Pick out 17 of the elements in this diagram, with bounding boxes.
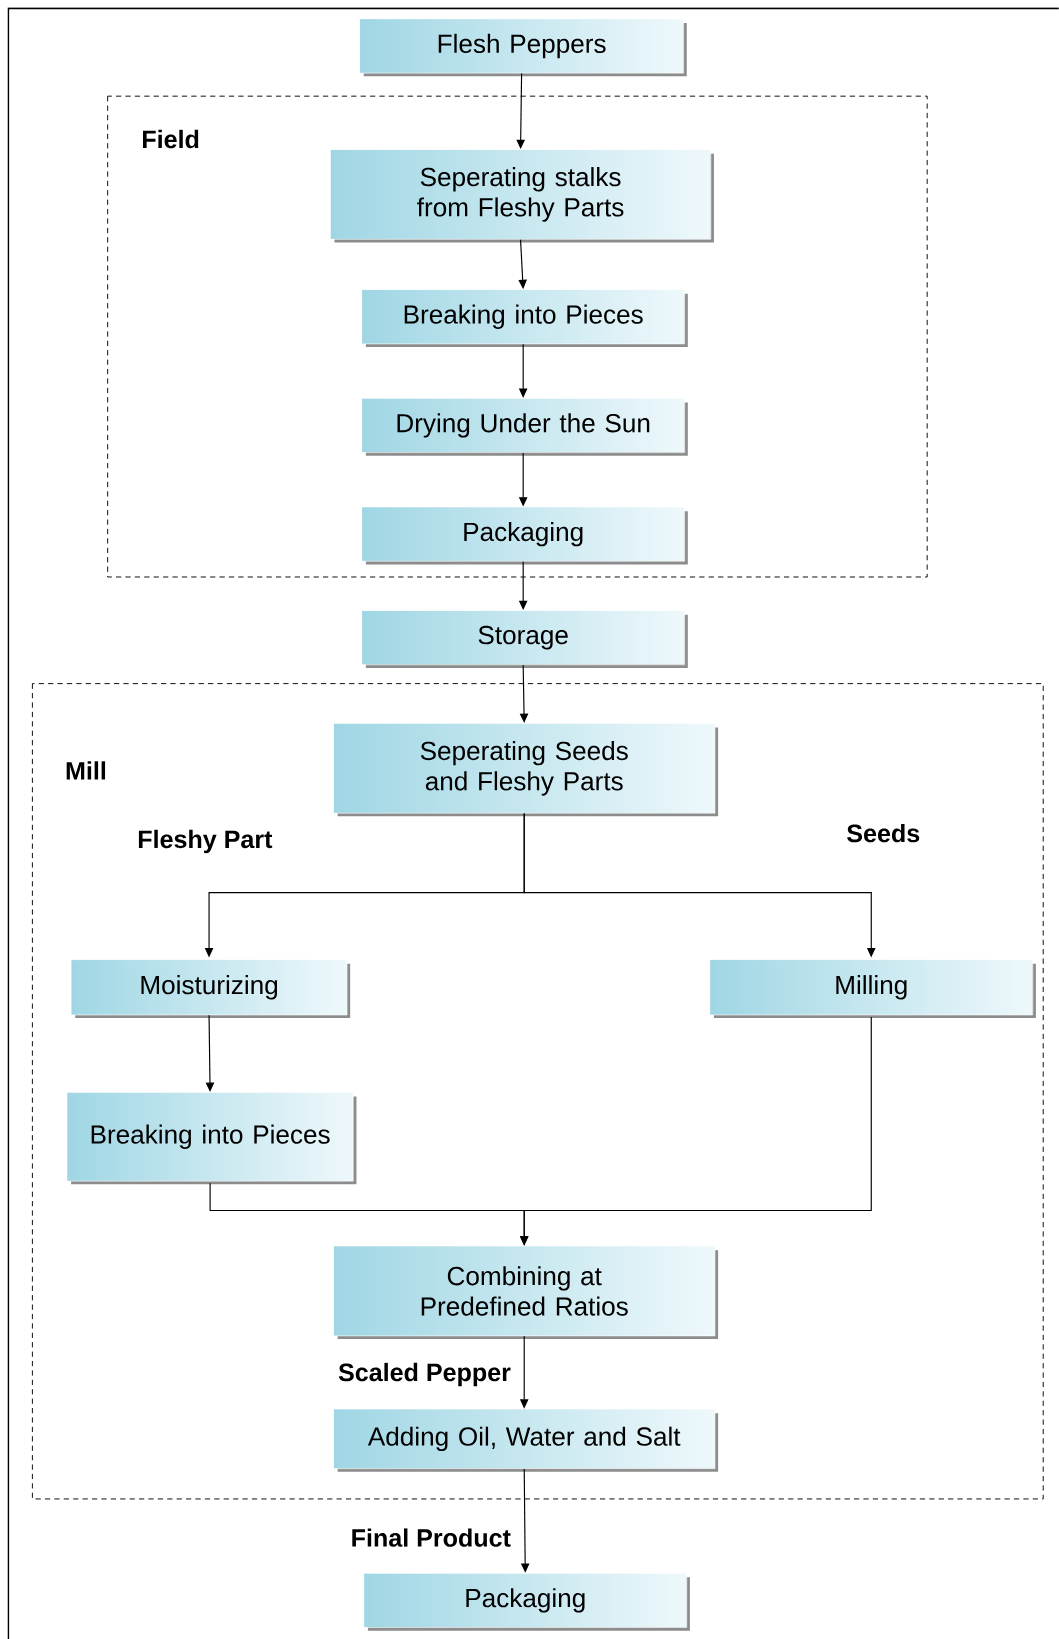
process-box: Moisturizing bbox=[70, 959, 351, 1019]
process-box: Adding Oil, Water and Salt bbox=[333, 1408, 719, 1472]
edge-label: Scaled Pepper bbox=[337, 1361, 513, 1388]
process-box: Packaging bbox=[361, 506, 688, 565]
process-box: Breaking into Pieces bbox=[66, 1092, 357, 1185]
process-box: Flesh Peppers bbox=[359, 18, 687, 77]
process-box: Breaking into Pieces bbox=[361, 289, 688, 348]
process-box: Packaging bbox=[363, 1572, 690, 1631]
process-box: Seperating stalks from Fleshy Parts bbox=[330, 149, 714, 243]
edge-label: Final Product bbox=[349, 1527, 513, 1548]
process-box: Milling bbox=[709, 959, 1036, 1019]
process-box: Combining at Predefined Ratios bbox=[333, 1245, 719, 1339]
edge-label: Fleshy Part bbox=[136, 828, 274, 855]
process-box: Seperating Seeds and Fleshy Parts bbox=[333, 723, 719, 817]
edge-label: Seeds bbox=[845, 822, 922, 844]
process-box: Drying Under the Sun bbox=[361, 397, 688, 456]
process-box: Storage bbox=[361, 610, 688, 668]
